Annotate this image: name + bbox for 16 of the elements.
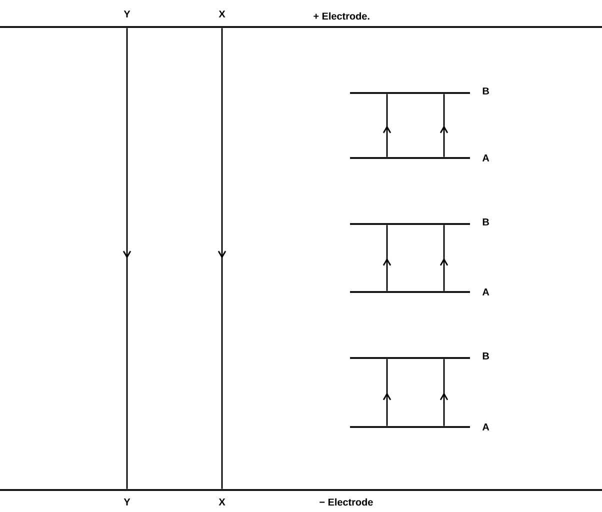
node-label: A [482,424,490,430]
plate-plate: B [350,352,489,360]
plate-plate: A [350,154,490,162]
node-label: A [482,288,490,296]
node-label: − Electrode [320,498,373,506]
node-label: + Electrode. [314,12,370,20]
plate-plate: A [350,288,490,296]
line-letter: Y [124,498,130,506]
node-label: A [482,154,490,162]
plate-plate: B [350,218,489,226]
node-label: B [482,88,489,94]
plate-plate: A [350,424,490,430]
node-label: B [482,218,489,226]
plate-plate: B [350,88,489,94]
line-letter: X [218,498,226,506]
node-label: B [482,352,489,360]
